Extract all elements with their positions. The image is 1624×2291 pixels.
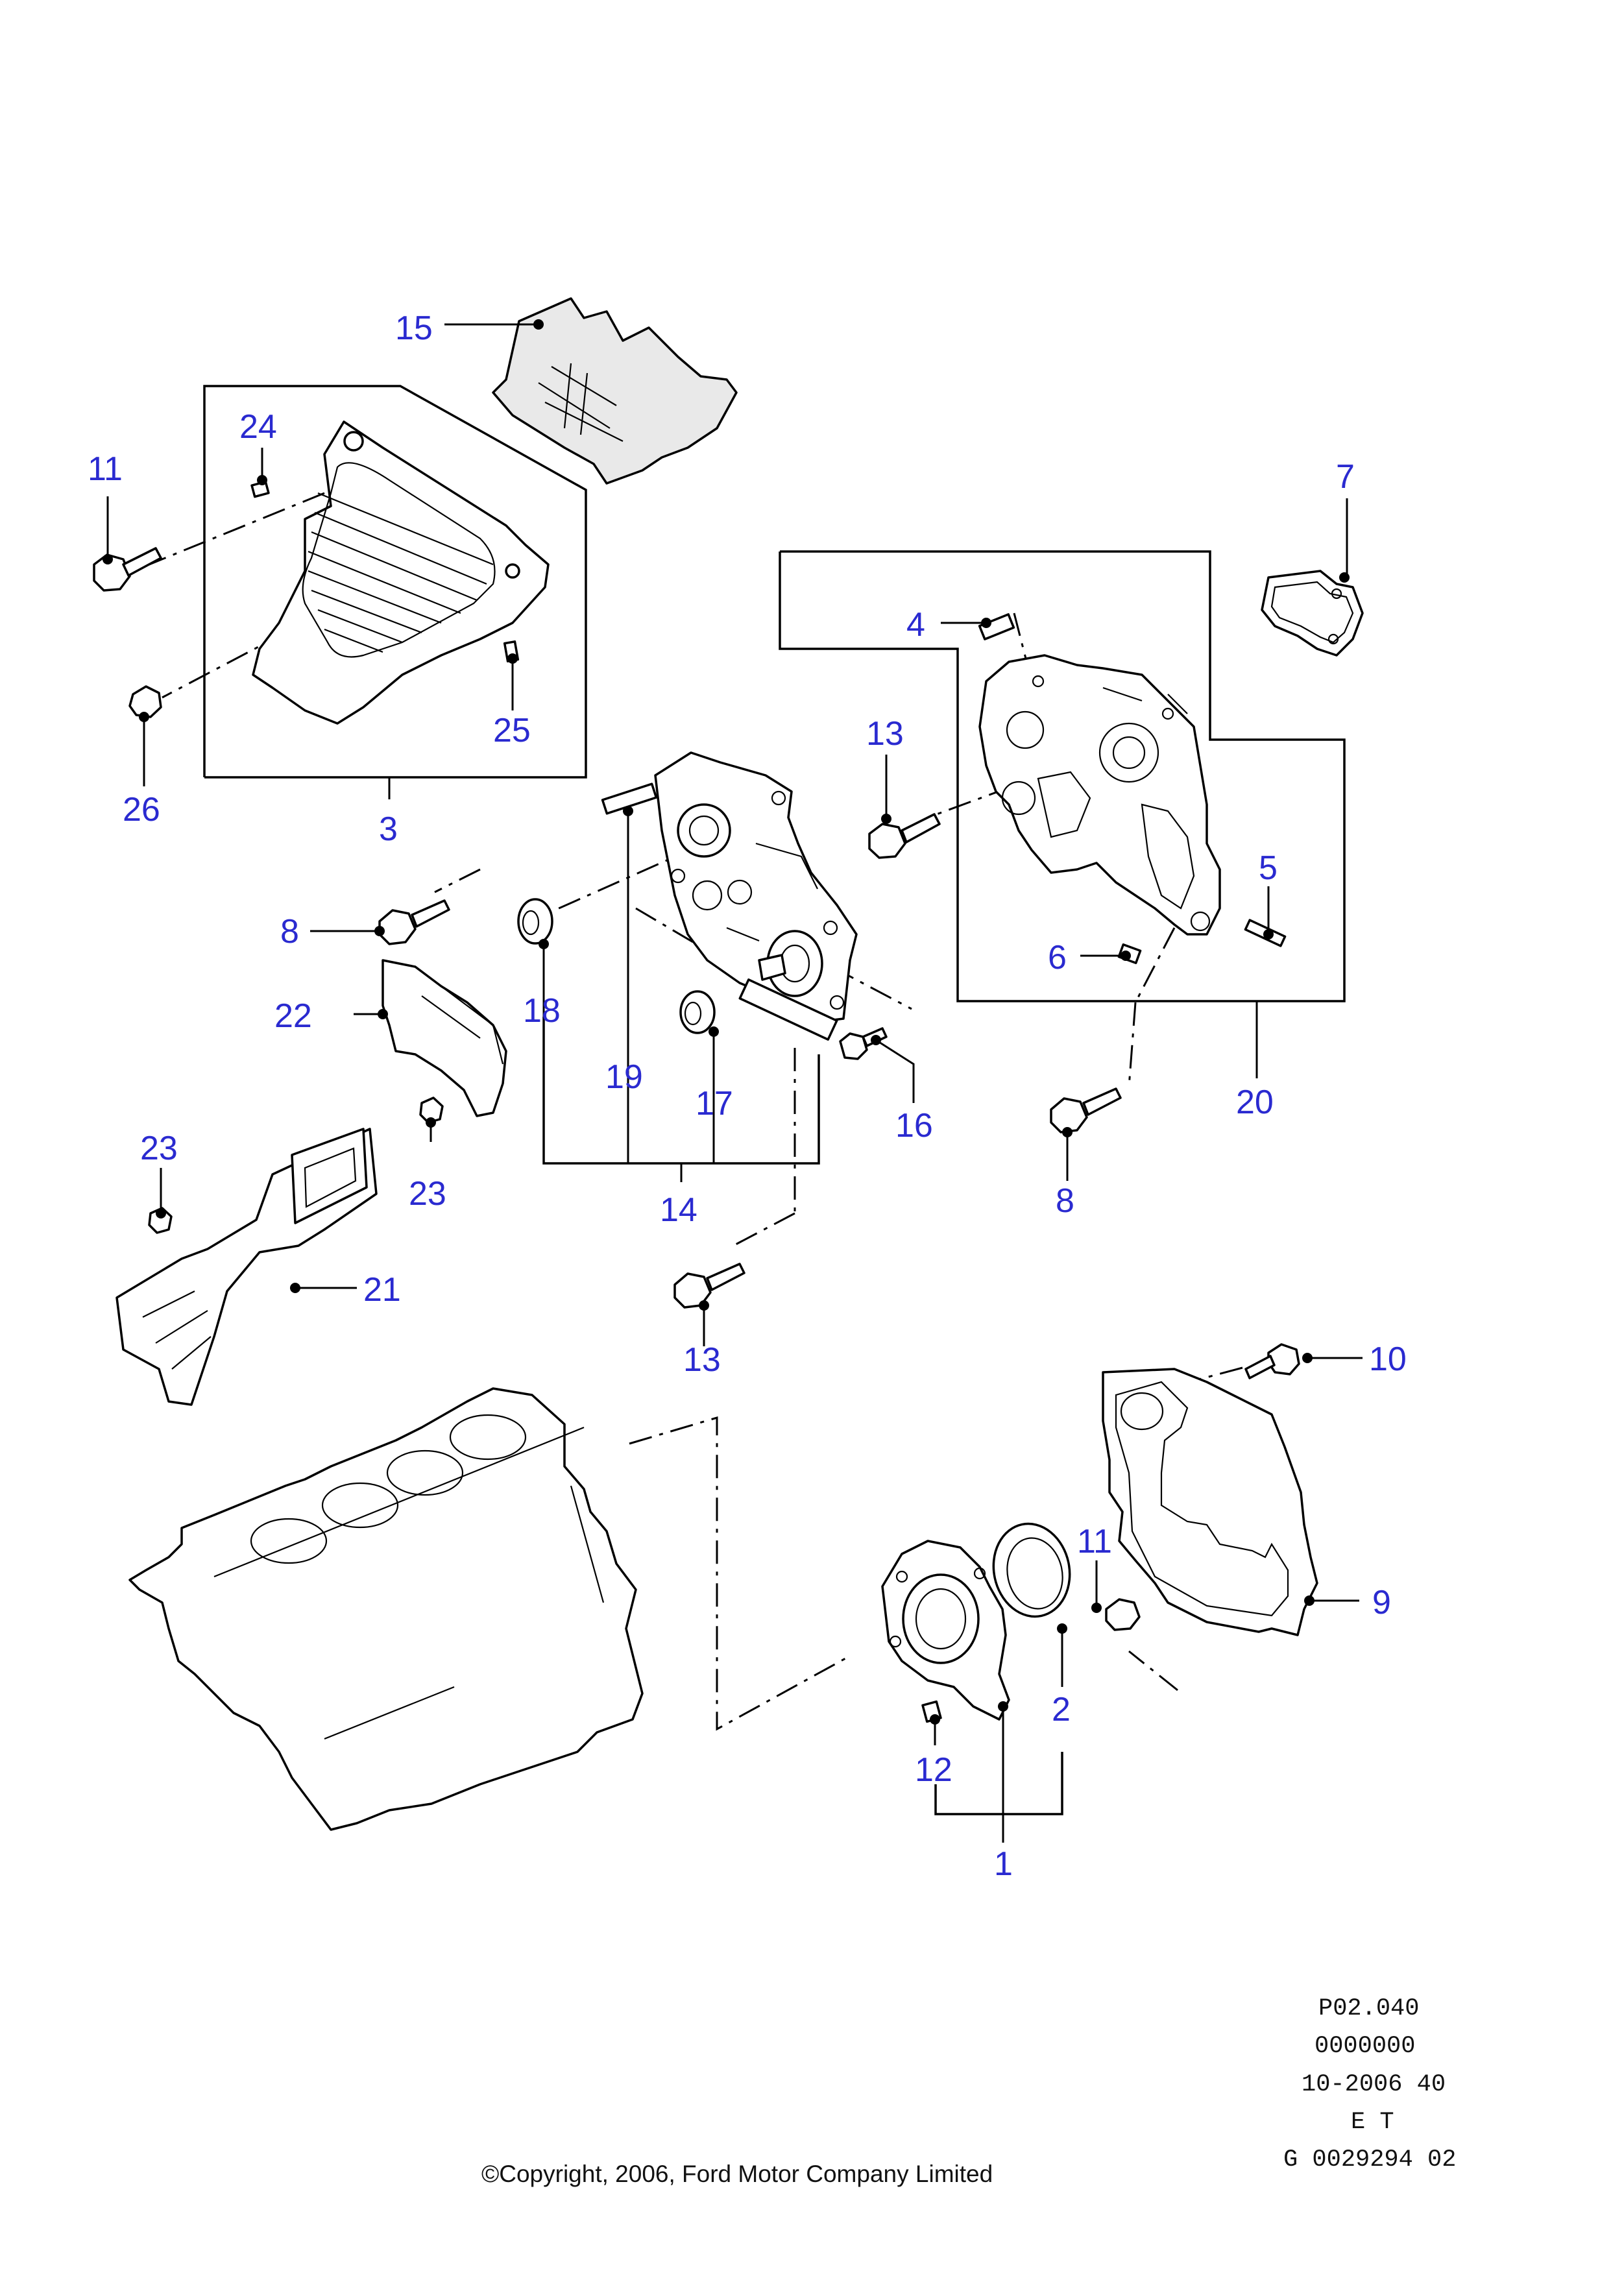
bolt-10	[1244, 1343, 1300, 1379]
callout-11: 11	[1077, 1523, 1112, 1560]
bolt-13-lower	[673, 1263, 745, 1309]
callout-11: 11	[88, 450, 123, 488]
bolt-11-lower	[1105, 1598, 1141, 1631]
bolt-8-left	[378, 899, 450, 945]
nut-26	[128, 685, 162, 718]
info-line-3: 10-2006 40	[1302, 2071, 1446, 2098]
callout-1: 1	[994, 1845, 1013, 1883]
info-line-1: P02.040	[1318, 1995, 1419, 2022]
stud-19	[601, 782, 658, 815]
callout-7: 7	[1336, 458, 1355, 496]
assembly-center-lines	[149, 492, 1243, 1731]
callout-6: 6	[1048, 939, 1067, 976]
callout-10: 10	[1369, 1340, 1407, 1378]
part-20-front-cover-housing	[978, 654, 1221, 936]
bracket-1-2	[934, 1752, 1063, 1815]
callout-26: 26	[123, 791, 160, 829]
callout-12: 12	[915, 1751, 952, 1789]
callout-19: 19	[605, 1058, 643, 1096]
bracket-20	[779, 550, 1346, 1002]
part-21-bracket	[115, 1128, 378, 1406]
bolt-13-upper	[868, 813, 941, 859]
callout-14: 14	[660, 1191, 697, 1229]
callout-21: 21	[363, 1271, 401, 1309]
bush-17	[679, 990, 716, 1034]
info-line-5: G 0029294 02	[1283, 2146, 1456, 2174]
part-2-oil-seal	[992, 1522, 1071, 1618]
callout-5: 5	[1259, 849, 1278, 887]
callout-3: 3	[379, 810, 398, 848]
part-9-adapter-plate	[1102, 1368, 1318, 1636]
part-7-gasket	[1261, 570, 1364, 657]
part-15-upper-cover	[492, 297, 738, 485]
bolt-8-right	[1050, 1087, 1122, 1133]
callout-13: 13	[683, 1341, 721, 1379]
bracket-14	[542, 1017, 820, 1165]
callout-25: 25	[493, 712, 531, 749]
callout-16: 16	[895, 1107, 933, 1145]
callout-24: 24	[239, 408, 277, 446]
bolt-11-upper	[93, 547, 162, 592]
callout-2: 2	[1052, 1691, 1071, 1728]
info-line-4: E T	[1351, 2109, 1394, 2136]
engine-block	[128, 1387, 644, 1831]
callout-15: 15	[395, 309, 433, 347]
callout-13: 13	[866, 715, 904, 753]
fasteners	[93, 480, 1300, 1723]
callout-18: 18	[523, 992, 561, 1030]
callout-23: 23	[409, 1175, 446, 1213]
callout-labels: 15 24 11 7 4 13 25 26 3 5 8 6 22 18 19 1…	[88, 309, 1407, 1883]
assembly-brackets	[203, 385, 1346, 1843]
bush-18	[517, 898, 553, 945]
part-22-backplate	[382, 959, 507, 1117]
callout-17: 17	[696, 1085, 733, 1122]
callout-8: 8	[280, 913, 299, 951]
part-1-seal-retainer	[881, 1540, 1010, 1721]
copyright-notice: ©Copyright, 2006, Ford Motor Company Lim…	[481, 2161, 993, 2187]
callout-9: 9	[1372, 1584, 1391, 1621]
part-14-oil-pump-assembly	[654, 751, 858, 1041]
bracket-3	[203, 385, 587, 779]
callout-22: 22	[274, 997, 312, 1035]
callout-23: 23	[140, 1130, 178, 1167]
callout-8: 8	[1056, 1182, 1074, 1220]
reference-info-block: P02.040 0000000 10-2006 40 E T G 0029294…	[1283, 1995, 1456, 2174]
stud-4	[978, 613, 1015, 640]
info-line-2: 0000000	[1315, 2033, 1415, 2060]
leader-lines	[103, 319, 1363, 1745]
bolt-23-upper	[419, 1097, 444, 1124]
callout-20: 20	[1236, 1084, 1274, 1121]
part-3-timing-belt-cover	[252, 420, 550, 725]
callout-4: 4	[906, 606, 925, 644]
